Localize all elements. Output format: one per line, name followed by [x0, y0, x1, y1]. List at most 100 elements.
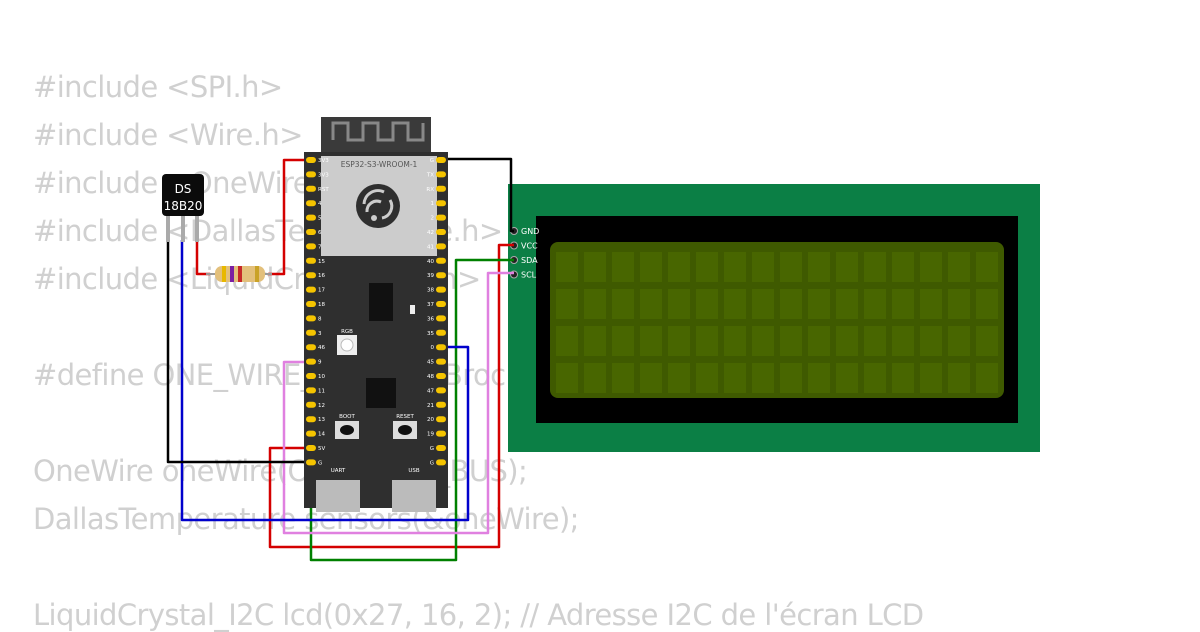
lcd-pin-label: VCC: [521, 242, 538, 251]
esp32-pin-label: 48: [427, 374, 434, 380]
esp32-pin[interactable]: [306, 445, 316, 451]
lcd-char-cell: [696, 363, 718, 393]
lcd-char-cell: [836, 252, 858, 282]
esp32-pin-label: 21: [427, 403, 434, 409]
esp32-pin[interactable]: [436, 430, 446, 437]
esp32-s3-board[interactable]: ESP32-S3-WROOM-1 RGB BOOT RESET UART USB…: [304, 117, 448, 512]
lcd-char-cell: [752, 363, 774, 393]
lcd-char-cell: [752, 252, 774, 282]
esp32-pin[interactable]: [436, 171, 446, 178]
esp32-pin[interactable]: [306, 401, 316, 408]
esp32-pin[interactable]: [436, 416, 446, 423]
esp32-pin[interactable]: [306, 344, 316, 351]
lcd-char-cell: [556, 326, 578, 356]
wire-blue-sensor-data[interactable]: [180, 240, 470, 522]
esp32-pin[interactable]: [306, 157, 316, 163]
esp32-pin[interactable]: [436, 272, 446, 279]
esp32-pin[interactable]: [436, 214, 446, 221]
lcd-char-cell: [976, 363, 998, 393]
rgb-label: RGB: [341, 329, 353, 335]
lcd-char-cell: [892, 363, 914, 393]
pullup-resistor[interactable]: [206, 266, 272, 282]
resistor-band: [255, 266, 259, 282]
esp32-pin[interactable]: [436, 229, 446, 235]
lcd-char-cell: [836, 289, 858, 319]
esp32-pin[interactable]: [436, 157, 446, 163]
esp32-pin[interactable]: [436, 373, 446, 379]
esp32-pin-label: 47: [427, 388, 434, 394]
esp32-pin-label: 18: [318, 302, 325, 308]
lcd-char-cell: [612, 363, 634, 393]
wires: [166, 157, 514, 562]
esp32-pin[interactable]: [306, 286, 316, 293]
wire-black-sensor-gnd[interactable]: [166, 240, 311, 464]
lcd-char-cell: [696, 252, 718, 282]
esp32-pin[interactable]: [306, 200, 316, 207]
esp32-pin-label: 0: [431, 345, 435, 351]
wire-pink-scl-lcd[interactable]: [282, 271, 514, 535]
resistor-band: [238, 266, 242, 282]
esp32-pin[interactable]: [306, 185, 316, 192]
main-chip: [366, 378, 396, 408]
esp32-pin[interactable]: [436, 243, 446, 250]
lcd-char-cell: [668, 326, 690, 356]
esp32-pin[interactable]: [436, 315, 446, 322]
esp32-pin-label: 9: [318, 360, 322, 366]
esp32-pin[interactable]: [436, 387, 446, 394]
esp32-pin[interactable]: [306, 171, 316, 178]
usb-port: [392, 480, 436, 512]
wire-red-sensor-vcc[interactable]: [195, 240, 210, 276]
esp32-pin-label: TX: [426, 172, 434, 178]
esp32-pin[interactable]: [306, 416, 316, 423]
esp32-pin[interactable]: [436, 344, 446, 351]
esp32-pin[interactable]: [306, 329, 316, 336]
esp32-pin[interactable]: [306, 358, 316, 365]
esp32-pin[interactable]: [436, 286, 446, 293]
esp32-pin[interactable]: [306, 272, 316, 279]
esp32-pin[interactable]: [306, 373, 316, 379]
lcd-char-cell: [948, 363, 970, 393]
wire-green-sda-lcd[interactable]: [309, 258, 514, 562]
wire-red-resistor-3v3[interactable]: [268, 158, 311, 276]
lcd-char-cell: [696, 289, 718, 319]
esp32-pin[interactable]: [306, 301, 316, 307]
espressif-logo-icon: [356, 184, 400, 228]
esp32-pin[interactable]: [306, 257, 316, 264]
lcd-char-cell: [808, 363, 830, 393]
esp32-pin[interactable]: [436, 358, 446, 365]
esp32-pin[interactable]: [306, 229, 316, 235]
esp32-pin[interactable]: [436, 257, 446, 264]
wire-red-vcc-lcd[interactable]: [268, 243, 514, 549]
esp32-pin-label: G: [430, 158, 434, 164]
esp32-pin-label: G: [430, 446, 434, 452]
chip: [369, 283, 393, 321]
lcd-char-cell: [892, 289, 914, 319]
esp32-pin[interactable]: [436, 200, 446, 207]
esp32-pin-label: G: [318, 460, 322, 466]
sensor-leg: [181, 216, 185, 242]
usb-label: USB: [408, 468, 420, 474]
lcd-pin-label: SCL: [521, 271, 537, 280]
lcd-char-cell: [696, 326, 718, 356]
wire-black-gnd-lcd[interactable]: [440, 157, 514, 233]
lcd-cell-grid: [556, 252, 998, 393]
esp32-pin[interactable]: [306, 459, 316, 466]
esp32-pin[interactable]: [436, 301, 446, 307]
esp32-pin[interactable]: [306, 214, 316, 221]
esp32-pin-label: 3V3: [318, 158, 329, 164]
esp32-pin[interactable]: [306, 315, 316, 322]
esp32-pin[interactable]: [306, 430, 316, 437]
esp32-pin[interactable]: [436, 185, 446, 192]
esp32-pin[interactable]: [436, 401, 446, 408]
esp32-pin[interactable]: [436, 329, 446, 336]
esp32-pin[interactable]: [306, 387, 316, 394]
esp32-pin-label: 19: [427, 432, 434, 438]
ds18b20-sensor[interactable]: DS 18B20: [162, 174, 204, 242]
esp32-pin-label: 20: [427, 417, 434, 423]
esp32-pin[interactable]: [306, 243, 316, 250]
esp32-pin-headers: 3V33V3RST4567151617188346910111213145VGG…: [306, 157, 446, 466]
esp32-pin[interactable]: [436, 459, 446, 466]
esp32-pin[interactable]: [436, 445, 446, 451]
